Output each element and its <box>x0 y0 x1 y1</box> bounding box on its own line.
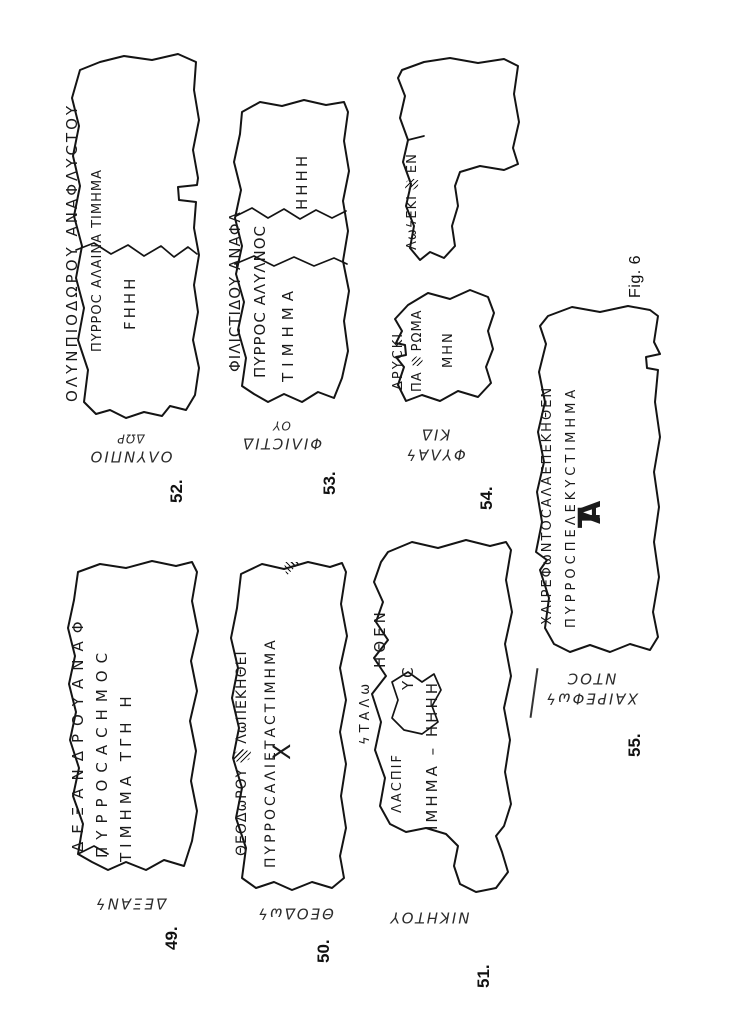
inscription-line: ΛΑϹΠΙϜ <box>390 753 405 813</box>
figure-number-51: 51. <box>474 964 493 988</box>
pencil-line: ΟΛΥΝΠΙΟ <box>88 447 173 466</box>
pencil-annotation-54: ΦΥΛΑϟ ΚΙΔ <box>390 424 480 465</box>
pencil-annotation-51: ΝΙΚΗΤΟΥ <box>383 907 475 927</box>
inscription-part: ΛωϟΕΚΙ <box>404 195 420 250</box>
pencil-annotation-55: ΧΑΙΡΕΦωϟ ΝΤΟϹ <box>535 668 647 709</box>
inscription-part: ΛωΠΕΚΗΘΕΙ <box>234 650 250 744</box>
inscription-line: ΠΥΡΡΟϹΑϹΗΜΟϹ <box>93 645 111 858</box>
inscription-line: ΤΙΜΗΜΑ <box>279 284 297 382</box>
inscription-part: ΘΕΟΔωΡΟΥ <box>234 767 250 856</box>
inscription-line: ΦΙΛΙϹΤΙΔΟΥ ΑΝΑΦΛ <box>226 211 244 372</box>
figure-number-52: 52. <box>167 479 186 503</box>
figure-number-50: 50. <box>314 939 333 963</box>
fragment-53-drawing <box>230 96 352 414</box>
fragment-50-outline <box>230 561 348 891</box>
pencil-line: ΝΙΚΗΤΟΥ <box>388 908 470 927</box>
pencil-line: ΟΥ <box>272 418 291 433</box>
inscription-numerals: ΗΗΗΗ <box>293 152 311 210</box>
figure-number-54: 54. <box>477 486 496 510</box>
fragment-55-drawing <box>532 302 664 658</box>
inscription-part: ΥϹ <box>399 664 417 690</box>
pencil-line: ΚΙΔ <box>419 425 451 444</box>
inscription-line: ΤΙΜΗΜΑ ΤΓΗ Η <box>117 691 135 862</box>
pencil-annotation-52: ΟΛΥΝΠΙΟ ΔΩΡ <box>88 430 173 466</box>
inscription-part: ΠΑ <box>409 371 425 392</box>
pencil-annotation-53: ΦΙΛΙϹΤΙΔ ΟΥ <box>228 417 335 453</box>
fragment-51-drawing <box>368 536 518 894</box>
pencil-line: ΧΑΙΡΕΦωϟ <box>544 689 638 708</box>
pencil-line: ΔΕΞΑΝϟ <box>93 894 167 913</box>
figure-caption: Fig. 6 <box>627 254 644 298</box>
pencil-line: ΦΙΛΙϹΤΙΔ <box>240 434 323 453</box>
inscription-numerals: ϜΗΗΗ <box>121 275 139 330</box>
fragment-53-outline <box>233 99 350 403</box>
talent-monogram: ΤΑ <box>573 517 608 528</box>
inscription-numerals: Χ <box>268 740 296 760</box>
inscription-part: ΡΩΜΑ <box>409 309 425 352</box>
fragment-54b-drawing <box>392 285 498 411</box>
fragment-49-outline <box>67 560 199 871</box>
inscription-line: ΙΜΗΜΑ – ΗΗΗΗ <box>423 679 441 830</box>
inscription-part: ΕΝ <box>404 153 420 174</box>
damage-hatch <box>405 178 419 190</box>
inscription-line: ΗΘΕΝ <box>371 608 389 668</box>
inscription-line: ΔΡΥϹΚΙ <box>391 331 406 390</box>
inscription-line: ΠΥΡΡΟϹ ΑΛΥΛΝΟϹ <box>251 224 269 378</box>
figure-number-53: 53. <box>320 471 339 495</box>
fragment-50-drawing <box>228 556 350 896</box>
figure-number-55: 55. <box>625 733 644 757</box>
fragment-54a-outline <box>397 57 520 261</box>
inscription-line: ΛωϟΕΚΙ ΕΝ <box>404 153 420 250</box>
fragment-54b-outline <box>394 289 495 402</box>
pencil-line: ΦΥΛΑϟ <box>404 445 466 464</box>
inscription-line: ΔΕΞΑΝΔΡΟΥΑΝΑΦ <box>69 613 87 852</box>
damage-hatch <box>233 749 251 763</box>
inscription-line: ΠΥΡΡΟϹ ΑΛΑΙΝΑ ΤΙΜΗΜΑ <box>90 169 105 352</box>
pencil-line: ΘΕΟΔωϟ <box>256 904 334 923</box>
pencil-annotation-49: ΔΕΞΑΝϟ <box>75 893 185 913</box>
pencil-annotation-50: ΘΕΟΔωϟ <box>245 903 345 923</box>
inscription-line: ΟΛΥΝΠΙΟΔΩΡΟΥ ΑΝΑΦΛΥϹΤΟΥ <box>63 102 81 402</box>
inscription-line: ΘΕΟΔωΡΟΥ ΛωΠΕΚΗΘΕΙ <box>234 650 250 856</box>
fragment-55-outline <box>535 305 661 653</box>
inscription-line: ΠΑ ΡΩΜΑ <box>409 309 425 392</box>
inscription-line: ϟΤΑΛω <box>358 679 373 745</box>
inscription-line: ΧΑΙΡΕΦωΝΤΟϹΑΛΑΕΠΕΚΗΘΕΝ <box>540 385 555 625</box>
fragment-52-outline <box>71 53 200 419</box>
fragment-54a-drawing <box>392 56 523 264</box>
fragment-51-outline <box>371 539 513 893</box>
fragment-52-drawing <box>66 50 206 422</box>
figure-number-49: 49. <box>162 926 181 950</box>
fragment-49-drawing <box>64 556 204 886</box>
pencil-line: ΝΤΟϹ <box>565 669 617 688</box>
inscription-line: ΜΗΝ <box>441 331 456 368</box>
damage-hatch <box>411 356 423 366</box>
pencil-line: ΔΩΡ <box>116 431 145 446</box>
